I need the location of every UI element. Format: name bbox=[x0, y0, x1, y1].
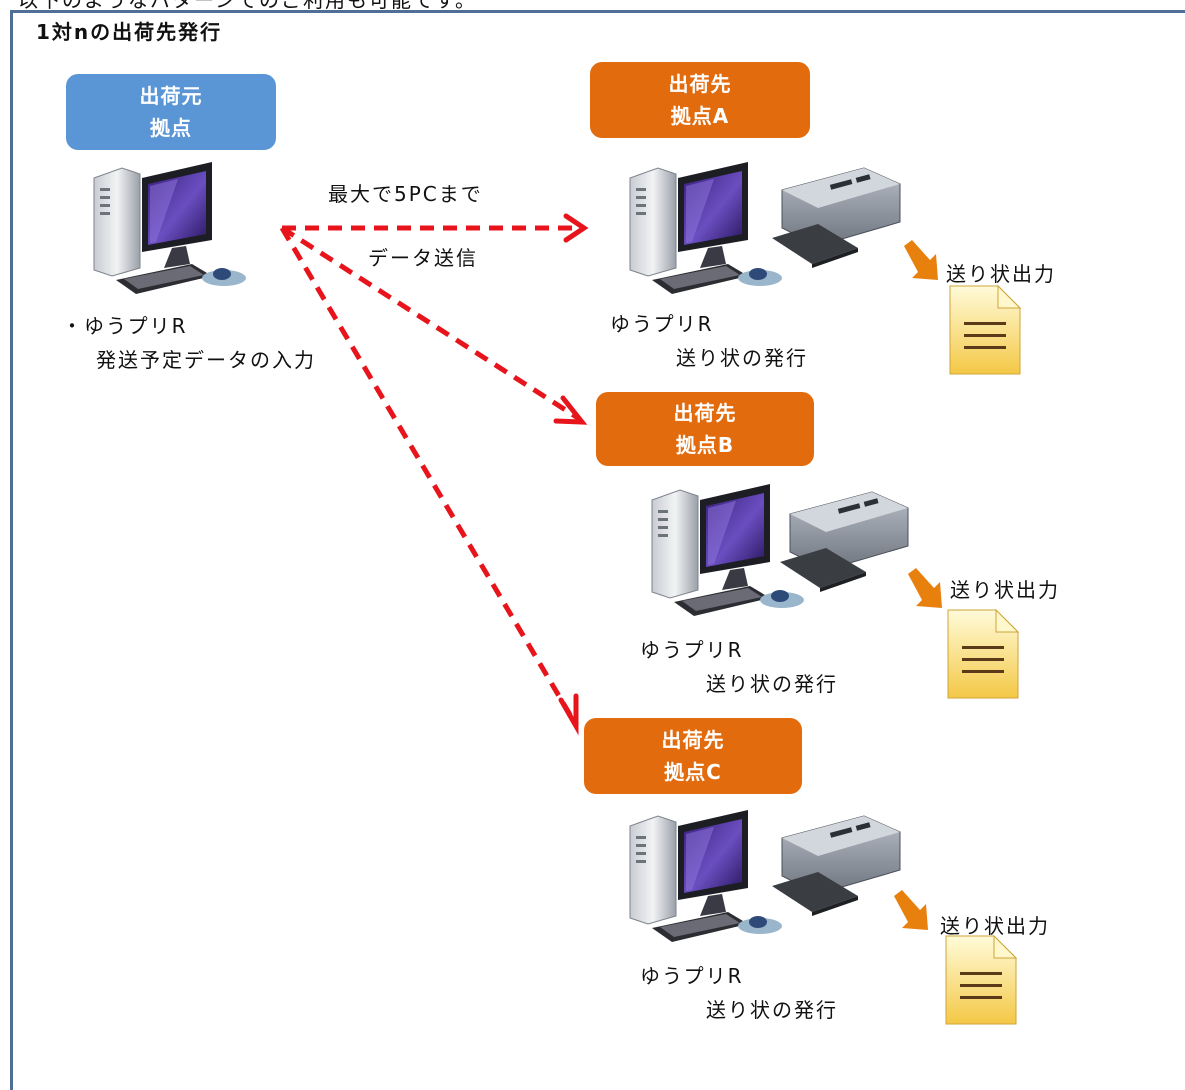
diagram-title: 1対nの出荷先発行 bbox=[36, 20, 223, 44]
printer-icon bbox=[771, 167, 901, 269]
dest-c-pc-line1: ゆうプリR bbox=[640, 964, 744, 988]
dest-b-box-line1: 出荷先 bbox=[673, 401, 737, 425]
source-site-box: 出荷元 拠点 bbox=[66, 74, 276, 150]
output-arrow-icon bbox=[904, 240, 938, 280]
document-icon bbox=[947, 609, 1019, 699]
dest-c-pc-line2: 送り状の発行 bbox=[706, 998, 838, 1022]
dest-a-output-label: 送り状出力 bbox=[946, 262, 1056, 286]
computer-icon bbox=[629, 809, 783, 943]
computer-icon bbox=[651, 483, 805, 617]
dest-a-pc-line1: ゆうプリR bbox=[610, 312, 714, 336]
dest-site-box-c: 出荷先 拠点C bbox=[584, 718, 802, 794]
document-icon bbox=[949, 285, 1021, 375]
document-icon bbox=[945, 935, 1017, 1025]
source-box-line2: 拠点 bbox=[150, 116, 192, 140]
dest-b-output-label: 送り状出力 bbox=[950, 578, 1060, 602]
dest-site-box-a: 出荷先 拠点A bbox=[590, 62, 810, 138]
intro-text: 以下のようなパターンでのご利用も可能です。 bbox=[18, 0, 477, 12]
dest-c-box-line1: 出荷先 bbox=[661, 728, 725, 752]
computer-icon bbox=[629, 161, 783, 295]
printer-icon bbox=[771, 815, 901, 917]
dest-c-output-label: 送り状出力 bbox=[940, 914, 1050, 938]
computer-icon bbox=[93, 161, 247, 295]
source-note-line1: ・ゆうプリR bbox=[62, 314, 188, 338]
dest-b-pc-line1: ゆうプリR bbox=[640, 638, 744, 662]
source-box-line1: 出荷元 bbox=[139, 84, 203, 108]
output-arrow-icon bbox=[894, 890, 928, 930]
dest-b-box-line2: 拠点B bbox=[675, 433, 735, 457]
dest-a-box-line2: 拠点A bbox=[670, 104, 730, 128]
output-arrow-icon bbox=[908, 568, 942, 608]
dest-a-pc-line2: 送り状の発行 bbox=[676, 346, 808, 370]
dest-site-box-b: 出荷先 拠点B bbox=[596, 392, 814, 466]
printer-icon bbox=[779, 491, 909, 593]
dest-b-pc-line2: 送り状の発行 bbox=[706, 672, 838, 696]
dest-a-box-line1: 出荷先 bbox=[668, 72, 732, 96]
diagram-frame bbox=[10, 10, 1185, 1090]
data-transfer-arrows bbox=[279, 225, 580, 720]
dest-c-box-line2: 拠点C bbox=[664, 760, 722, 784]
source-note-line2: 発送予定データの入力 bbox=[96, 348, 316, 372]
data-send-label: データ送信 bbox=[368, 246, 478, 270]
max-pc-label: 最大で5PCまで bbox=[328, 182, 483, 206]
